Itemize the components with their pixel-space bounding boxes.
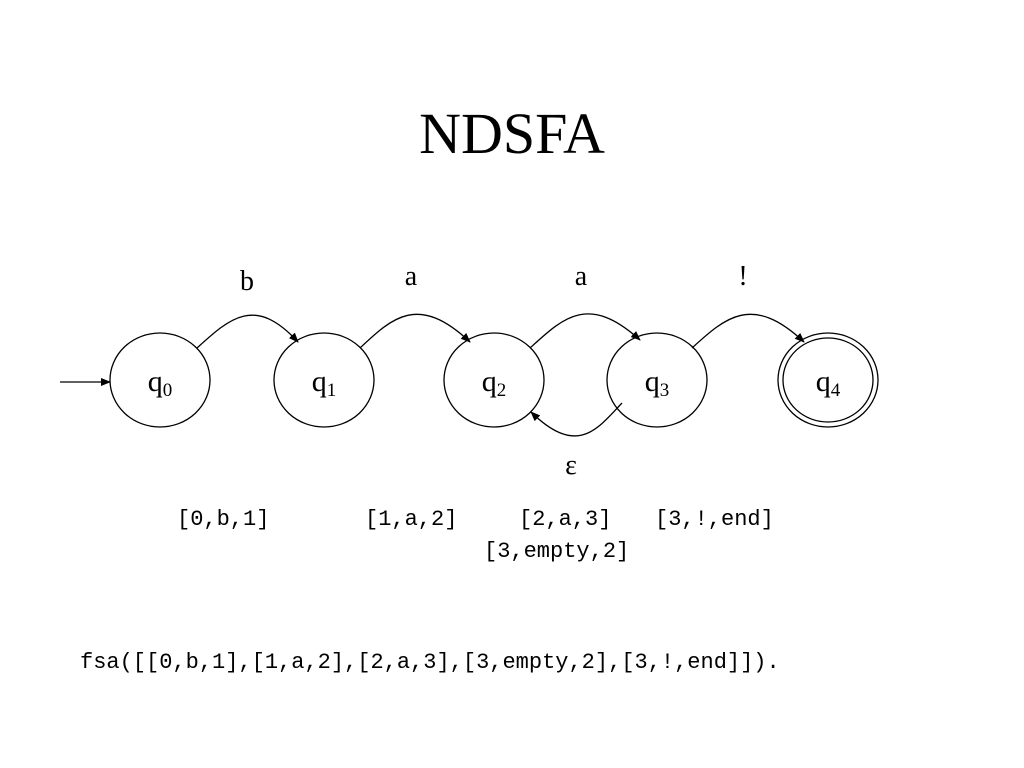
state-q1: q1 [273, 332, 375, 428]
edge-q3-q4 [691, 313, 805, 349]
edge-label-q1-q2: a [405, 261, 418, 292]
slide-title: NDSFA [419, 101, 605, 166]
edge-q2-q3 [529, 313, 641, 349]
edge-label-q3-q4: ! [738, 261, 747, 292]
edge-q0-q1 [196, 314, 299, 349]
state-label-q4: q4 [816, 365, 841, 401]
state-q0: q0 [109, 332, 211, 428]
state-q4: q4 [777, 332, 879, 428]
edge-label-q3-q2: ε [565, 450, 577, 481]
state-label-q1: q1 [312, 365, 337, 401]
state-q2: q2 [443, 332, 545, 428]
fsa-code: fsa([[0,b,1],[1,a,2],[2,a,3],[3,empty,2]… [80, 650, 780, 675]
tuple-q3-end: [3,!,end] [655, 507, 774, 532]
state-label-q0: q0 [148, 365, 173, 401]
edge-label-q0-q1: b [240, 266, 254, 297]
tuple-q1-q2: [1,a,2] [365, 507, 458, 532]
edge-label-q2-q3: a [575, 261, 588, 292]
edge-q1-q2 [359, 313, 471, 349]
tuple-q0-q1: [0,b,1] [177, 507, 270, 532]
state-q3: q3 [606, 332, 708, 428]
tuple-q3-q2: [3,empty,2] [484, 539, 630, 564]
edge-q3-q2-epsilon [530, 402, 623, 437]
tuple-q2-q3: [2,a,3] [519, 507, 612, 532]
state-label-q2: q2 [482, 365, 507, 401]
state-label-q3: q3 [645, 365, 670, 401]
